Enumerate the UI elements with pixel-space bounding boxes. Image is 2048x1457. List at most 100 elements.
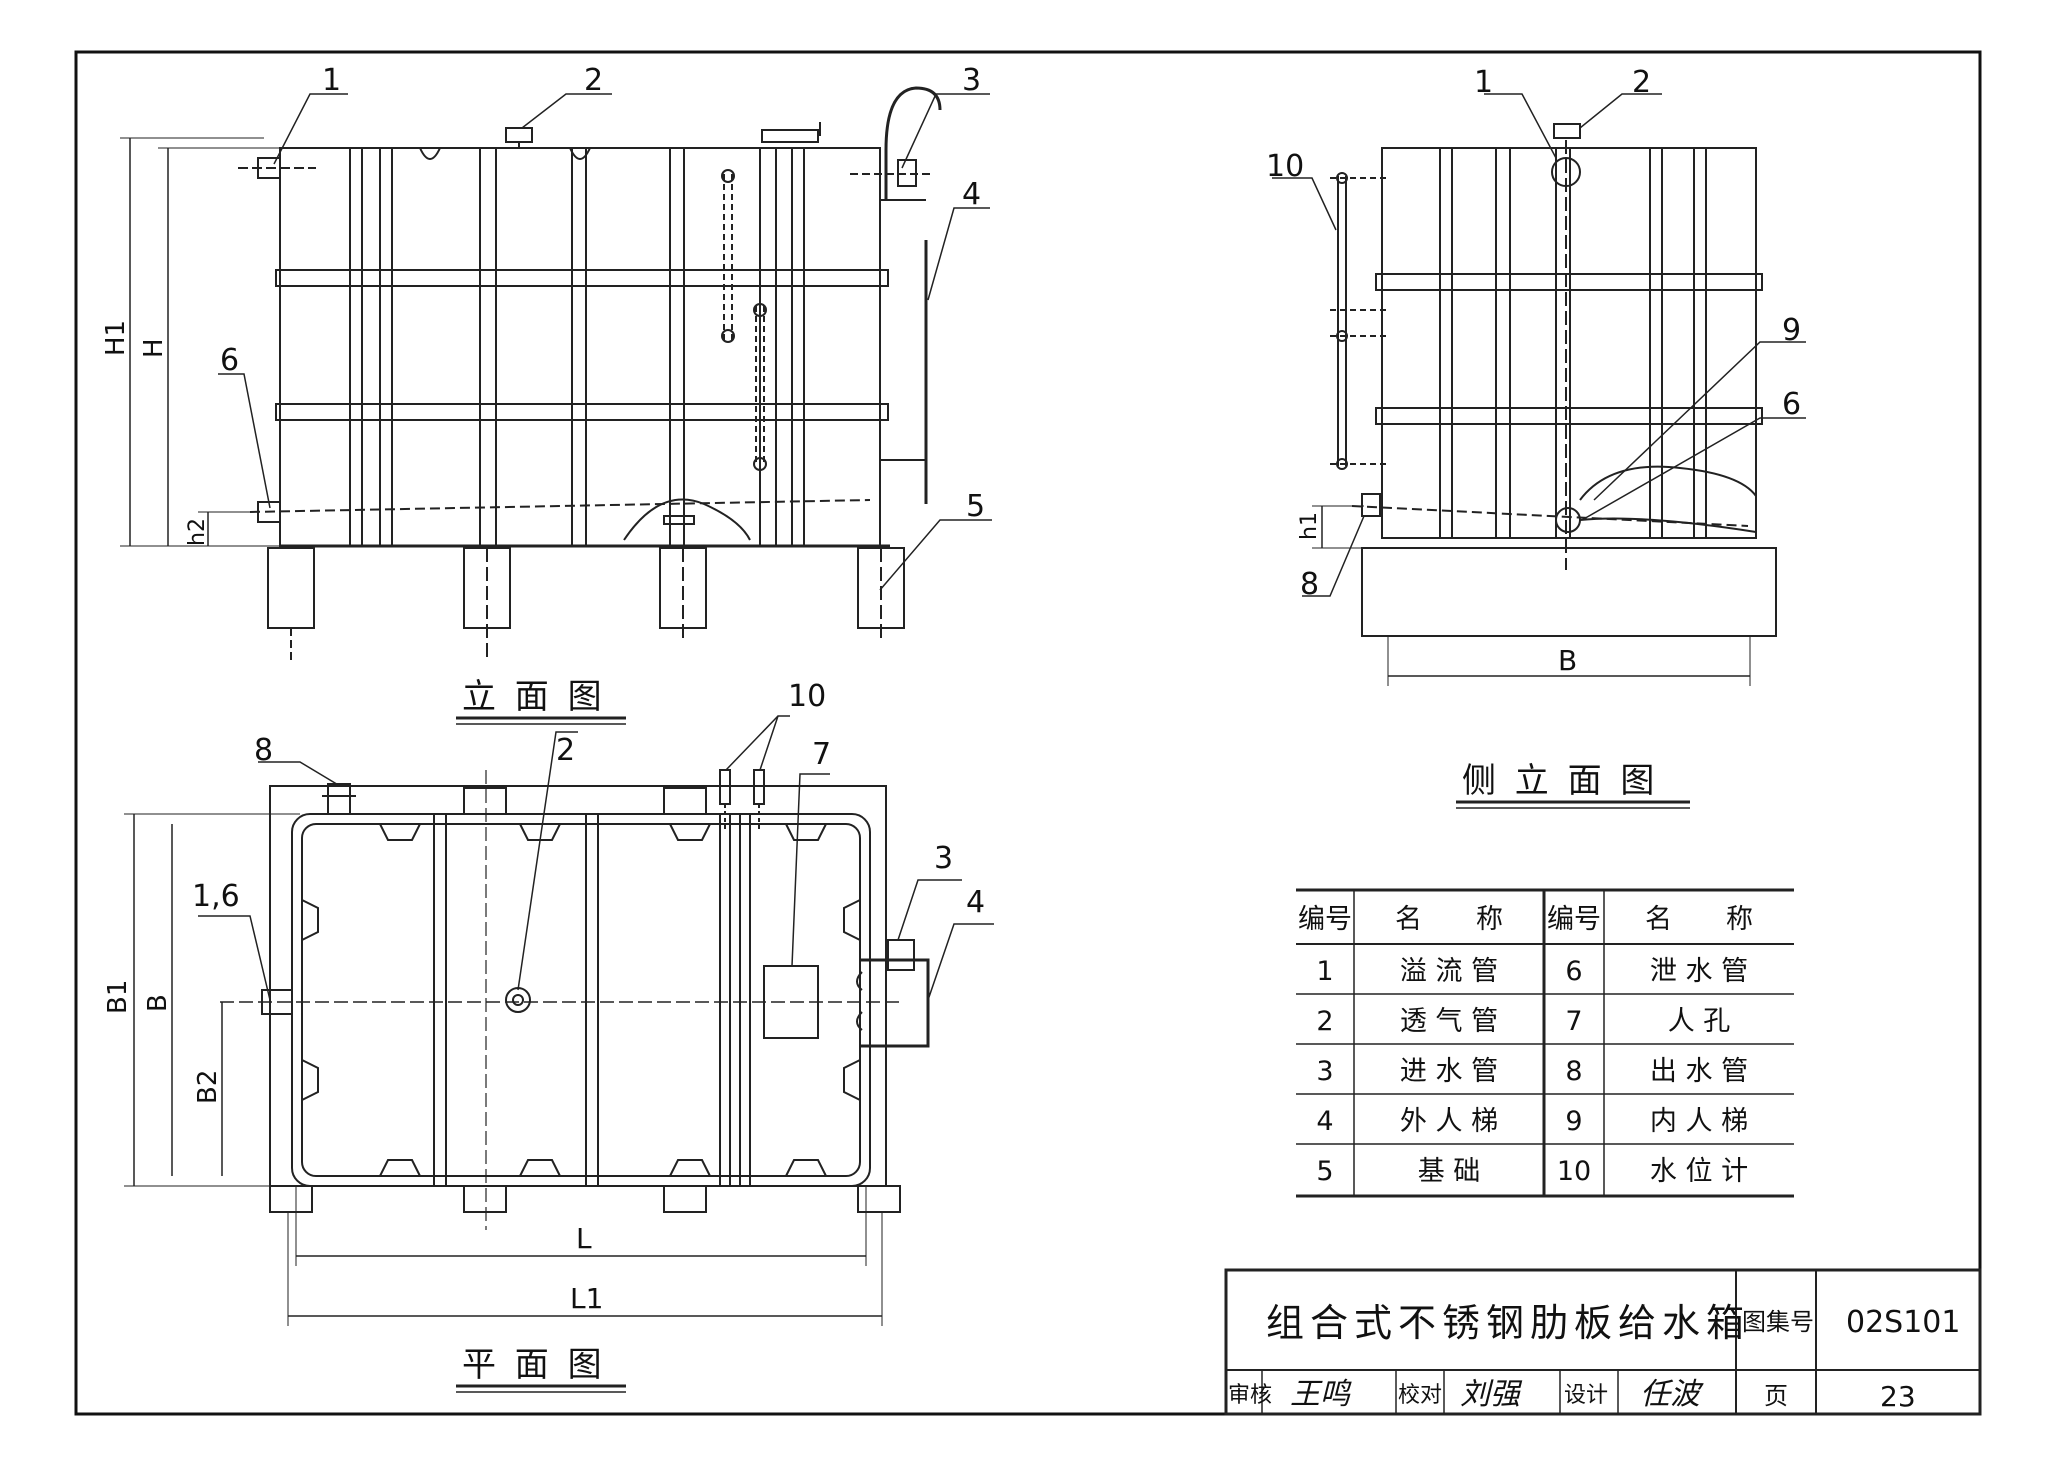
plan-inlet (887, 939, 915, 971)
legend-name: 内 人 梯 (1650, 1106, 1748, 1137)
legend-header: 名 称 (1645, 904, 1753, 935)
plan-callout-7: 7 (812, 737, 831, 772)
drawing-title: 组合式不锈钢肋板给水箱 (1266, 1301, 1750, 1345)
callout-6: 6 (220, 343, 239, 378)
side-band-lower (1375, 407, 1763, 425)
inner-dome (623, 498, 751, 541)
vent-cap (505, 127, 533, 143)
plan-dim-L1: L1 (570, 1282, 603, 1315)
dim-h2: h2 (185, 518, 210, 546)
plan-dim-B1: B1 (103, 980, 133, 1014)
side-outlet-pipe (1361, 493, 1381, 517)
side-foundation (1361, 547, 1777, 637)
plan-vent (505, 987, 531, 1013)
side-callout-8: 8 (1300, 567, 1319, 602)
design-signature: 任波 (1640, 1377, 1704, 1412)
side-callout-9: 9 (1782, 313, 1801, 348)
side-level-gauge (1330, 172, 1390, 470)
plan-dim-B2: B2 (193, 1070, 223, 1104)
side-callout-2: 2 (1632, 65, 1651, 100)
plan-outlet (327, 783, 351, 815)
side-elevation-view (1272, 93, 1806, 809)
review-label: 审核 (1228, 1383, 1272, 1408)
band-lower (275, 403, 889, 421)
plan-callout-4: 4 (966, 885, 985, 920)
legend-header: 编号 (1547, 904, 1601, 935)
side-drain-ring (1555, 507, 1581, 533)
plan-manhole (763, 965, 819, 1039)
legend-number: 1 (1316, 956, 1333, 987)
foot-1 (267, 547, 315, 629)
design-label: 设计 (1564, 1383, 1608, 1408)
title-block-text: 组合式不锈钢肋板给水箱 图集号 02S101 审核 王鸣 校对 刘强 设计 任波… (1228, 1301, 1960, 1413)
legend-name: 人 孔 (1668, 1006, 1731, 1037)
page-number: 23 (1880, 1380, 1916, 1413)
plan-tank-outer (291, 813, 871, 1187)
legend-number: 6 (1565, 956, 1582, 987)
plan-callout-3: 3 (934, 841, 953, 876)
check-label: 校对 (1398, 1383, 1442, 1408)
level-gauge-chain (721, 169, 767, 471)
side-title: 侧 立 面 图 (1462, 761, 1658, 801)
plan-tank-inner (301, 823, 861, 1177)
plan-overflow-drain (261, 989, 293, 1015)
callout-5: 5 (966, 489, 985, 524)
legend-number: 10 (1557, 1156, 1591, 1187)
legend-number: 7 (1565, 1006, 1582, 1037)
plan-dim-L: L (576, 1222, 592, 1255)
band-upper (275, 269, 889, 287)
tank-outline (279, 147, 881, 547)
plan-view (124, 715, 994, 1393)
page-label: 页 (1764, 1382, 1788, 1410)
side-dim-h1: h1 (1297, 512, 1322, 540)
legend-number: 2 (1316, 1006, 1333, 1037)
review-signature: 王鸣 (1290, 1377, 1352, 1412)
atlas-label: 图集号 (1742, 1308, 1814, 1336)
legend-name: 透 气 管 (1400, 1006, 1498, 1037)
elevation-labels: 1 2 3 4 5 6 H1 H h2 立 面 图 (101, 63, 985, 717)
side-dim-B: B (1558, 644, 1577, 677)
atlas-number: 02S101 (1846, 1305, 1960, 1340)
side-band-upper (1375, 273, 1763, 291)
side-vertical-ribs (1439, 148, 1707, 538)
callout-1: 1 (322, 63, 341, 98)
legend-name: 溢 流 管 (1400, 956, 1498, 987)
side-callout-1: 1 (1474, 65, 1493, 100)
legend-number: 3 (1316, 1056, 1333, 1087)
plan-callout-2: 2 (556, 733, 575, 768)
legend-name: 外 人 梯 (1400, 1106, 1498, 1137)
plan-foundation-outline (269, 785, 887, 1187)
sheet-border (74, 50, 1982, 1416)
plan-callout-10: 10 (788, 679, 826, 714)
legend-name: 出 水 管 (1650, 1056, 1748, 1087)
dim-H: H (139, 338, 169, 358)
side-callout-6: 6 (1782, 387, 1801, 422)
legend-header: 名 称 (1395, 904, 1503, 935)
vertical-ribs (349, 148, 805, 546)
callout-4: 4 (962, 177, 981, 212)
legend-number: 9 (1565, 1106, 1582, 1137)
callout-2: 2 (584, 63, 603, 98)
outer-ladder-hook (884, 86, 942, 200)
top-hatch (761, 129, 819, 143)
plan-outer-ladder (860, 958, 930, 1048)
legend-name: 水 位 计 (1650, 1156, 1748, 1187)
title-block (1224, 1268, 1982, 1416)
plan-dim-B: B (143, 994, 173, 1012)
legend-table (1296, 888, 1794, 1198)
callout-3: 3 (962, 63, 981, 98)
legend-header: 编号 (1298, 904, 1352, 935)
inner-ladder (1579, 465, 1757, 501)
legend-number: 8 (1565, 1056, 1582, 1087)
check-signature: 刘强 (1460, 1377, 1523, 1412)
plan-callout-8: 8 (254, 733, 273, 768)
elevation-title: 立 面 图 (462, 677, 606, 717)
elevation-view (120, 86, 992, 725)
side-callout-10: 10 (1266, 149, 1304, 184)
legend-number: 4 (1316, 1106, 1333, 1137)
legend-number: 5 (1316, 1156, 1333, 1187)
side-labels: 1 2 10 9 6 8 h1 B 侧 立 面 图 (1266, 65, 1801, 801)
plan-callout-1-6: 1,6 (192, 879, 240, 914)
